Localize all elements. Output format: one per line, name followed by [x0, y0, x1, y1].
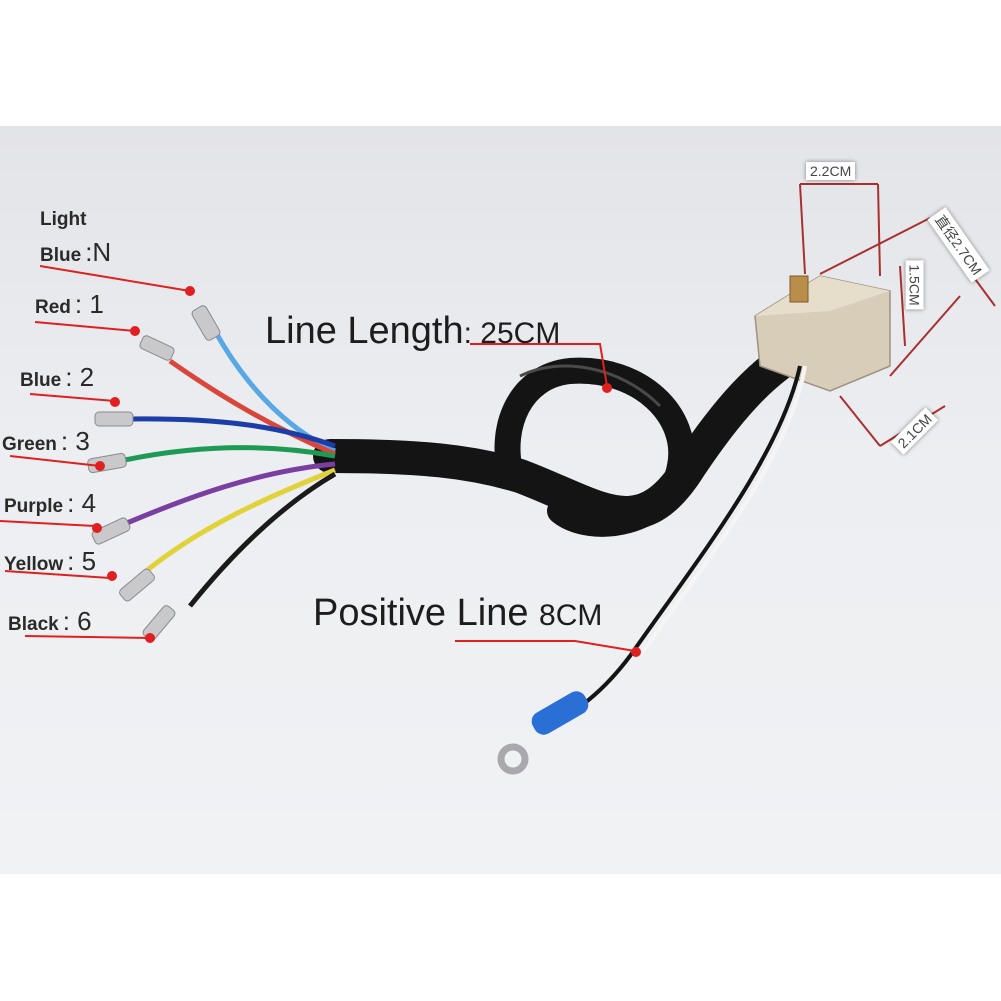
wire-black — [188, 471, 337, 608]
wire-label-light-blue: Light Blue:N — [40, 204, 111, 272]
wire-number: : 4 — [67, 488, 97, 518]
wire-harness-illustration — [0, 183, 996, 775]
wire-number: : 1 — [74, 289, 104, 319]
wire-label-blue: Blue: 2 — [20, 362, 94, 393]
wire-label-name: Black — [8, 614, 59, 635]
wire-number: : 6 — [62, 606, 92, 636]
wire-number: : 3 — [60, 426, 90, 456]
wire-green — [119, 445, 336, 464]
positive-line-label: Positive Line 8CM — [313, 592, 603, 634]
cable-highlight — [519, 364, 662, 408]
wire-label-name: Blue — [20, 370, 62, 391]
wire-number: :N — [85, 237, 112, 267]
wire-label-name: Yellow — [4, 554, 64, 575]
wire-label-green: Green: 3 — [2, 426, 90, 457]
ring-terminal — [497, 743, 529, 775]
wire-label-line1: Light — [40, 209, 87, 230]
cable-loop — [494, 357, 695, 537]
wire-terminals — [87, 305, 221, 641]
wire-label-purple: Purple: 4 — [4, 488, 96, 519]
wire-number: : 2 — [65, 362, 95, 392]
wire-red — [168, 358, 336, 457]
dimension-height: 1.5CM — [905, 260, 924, 310]
positive-line-wire-white — [638, 365, 807, 658]
line-length-label: Line Length: 25CM — [265, 310, 561, 352]
dimension-width: 2.2CM — [806, 162, 856, 180]
wire-number: : 5 — [67, 546, 97, 576]
wire-label-black: Black: 6 — [8, 606, 92, 637]
wire-purple — [119, 461, 336, 529]
annotation-lines — [0, 265, 641, 657]
wire-label-red: Red: 1 — [35, 289, 104, 320]
wire-label-name: Blue — [40, 245, 82, 266]
wire-label-name: Green — [2, 434, 57, 455]
product-photo: Light Blue:N Red: 1 Blue: 2 Green: 3 Pur… — [0, 126, 1001, 874]
wire-label-name: Red — [35, 297, 71, 318]
wire-label-name: Purple — [4, 496, 64, 517]
wire-yellow — [138, 467, 336, 578]
ring-terminal-sleeve — [531, 691, 589, 735]
wire-label-yellow: Yellow: 5 — [4, 546, 96, 577]
connector-block — [754, 275, 891, 392]
wire-blue — [129, 416, 336, 449]
